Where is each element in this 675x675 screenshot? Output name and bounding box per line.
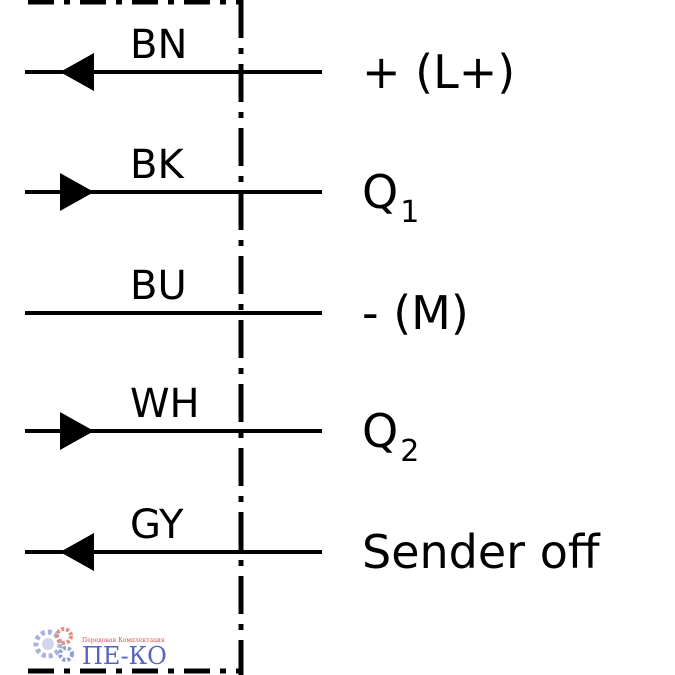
signal-text: Q [362, 404, 398, 458]
wire-row-wh: WH Q2 [25, 381, 419, 469]
signal-label: Q2 [362, 404, 419, 469]
arrow-out-icon [60, 173, 94, 211]
signal-subscript: 1 [400, 195, 419, 230]
wire-color-code: BN [130, 22, 187, 68]
wire-row-bn: BN + (L+) [25, 22, 515, 99]
wire-color-code: WH [130, 381, 200, 427]
wire-color-code: GY [130, 502, 184, 548]
wire-color-code: BK [130, 142, 185, 188]
signal-text: - (M) [362, 286, 469, 340]
device-boundary [28, 0, 244, 675]
signal-label: + (L+) [362, 45, 515, 99]
signal-label: Q1 [362, 165, 419, 230]
wire-row-gy: GY Sender off [25, 502, 601, 579]
wire-row-bk: BK Q1 [25, 142, 419, 230]
signal-subscript: 2 [400, 434, 419, 469]
arrow-in-icon [60, 53, 94, 91]
wire-row-bu: BU - (M) [25, 263, 469, 340]
signal-text: + (L+) [362, 45, 515, 99]
signal-label: Sender off [362, 525, 601, 579]
arrow-in-icon [60, 533, 94, 571]
signal-label: - (M) [362, 286, 469, 340]
signal-text: Q [362, 165, 398, 219]
wire-color-code: BU [130, 263, 187, 309]
gear-icon [33, 627, 74, 662]
watermark-name: ПЕ-КО [82, 642, 167, 670]
arrow-out-icon [60, 412, 94, 450]
watermark-tagline: Передовая Комплектация [82, 637, 165, 644]
signal-text: Sender off [362, 525, 601, 579]
watermark-logo: Передовая Комплектация ПЕ-КО [33, 627, 167, 670]
